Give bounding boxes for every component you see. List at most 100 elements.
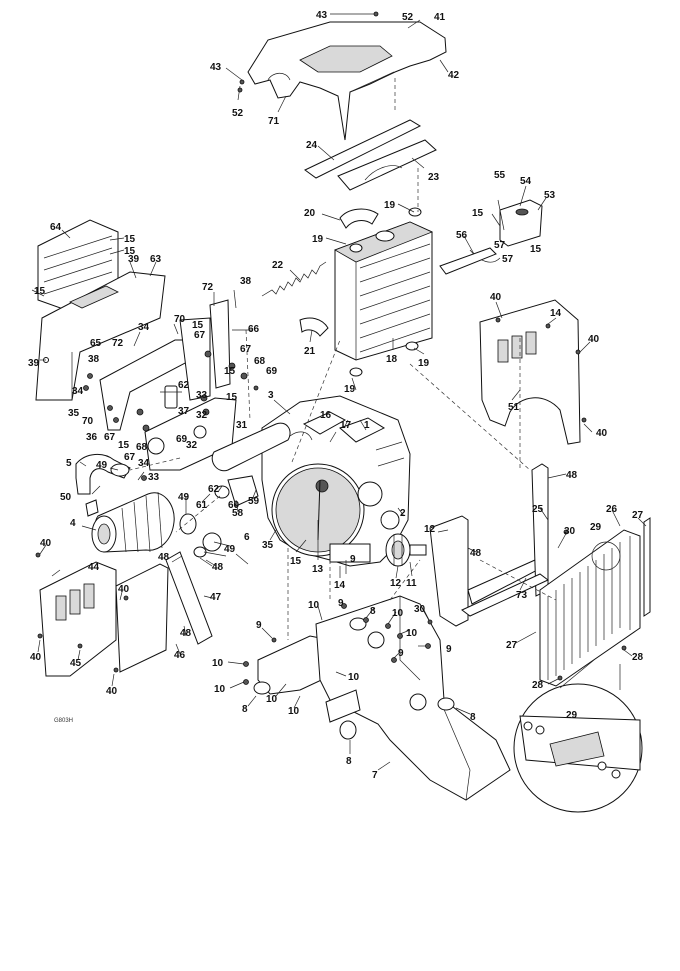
callout-12: 12 xyxy=(424,524,436,535)
callout-45: 45 xyxy=(70,658,82,669)
fuel-filter xyxy=(160,385,182,409)
callout-8: 8 xyxy=(470,712,476,723)
callout-62: 62 xyxy=(178,380,190,391)
callout-1: 1 xyxy=(364,420,370,431)
callout-57: 57 xyxy=(502,254,514,265)
callout-19: 19 xyxy=(344,384,356,395)
clamp xyxy=(179,513,197,535)
callout-64: 64 xyxy=(50,222,62,233)
callout-60: 60 xyxy=(228,500,240,511)
callout-9: 9 xyxy=(446,644,452,655)
callout-33: 33 xyxy=(148,472,160,483)
callout-63: 63 xyxy=(150,254,162,265)
callout-10: 10 xyxy=(308,600,320,611)
callout-34: 34 xyxy=(138,322,150,333)
callout-22: 22 xyxy=(272,260,284,271)
callout-30: 30 xyxy=(564,526,576,537)
callout-68: 68 xyxy=(254,356,266,367)
callout-52: 52 xyxy=(232,108,244,119)
callout-27: 27 xyxy=(632,510,644,521)
callout-40: 40 xyxy=(40,538,52,549)
callout-40: 40 xyxy=(490,292,502,303)
callout-36: 36 xyxy=(86,432,98,443)
radiator-top-brackets xyxy=(304,119,437,191)
rubber-isolator xyxy=(339,720,357,740)
callout-39: 39 xyxy=(28,358,40,369)
intake-adapter xyxy=(227,475,259,507)
callout-61: 61 xyxy=(196,500,208,511)
callout-32: 32 xyxy=(186,440,198,451)
callout-14: 14 xyxy=(550,308,562,319)
callout-37: 37 xyxy=(178,406,190,417)
upper-radiator-hose xyxy=(339,208,379,229)
callout-51: 51 xyxy=(508,402,520,413)
callout-labels: 43 52 41 42 43 52 71 24 23 19 20 19 22 2… xyxy=(28,10,644,781)
callout-65: 65 xyxy=(90,338,102,349)
rubber-isolator xyxy=(253,681,271,695)
spring xyxy=(261,261,327,297)
callout-9: 9 xyxy=(398,648,404,659)
callout-48: 48 xyxy=(566,470,578,481)
callout-11: 11 xyxy=(406,578,417,589)
callout-56: 56 xyxy=(456,230,468,241)
callout-19: 19 xyxy=(418,358,430,369)
clamp xyxy=(110,463,130,477)
callout-8: 8 xyxy=(346,756,352,767)
callout-43: 43 xyxy=(316,10,328,21)
callout-34: 34 xyxy=(138,458,150,469)
callout-10: 10 xyxy=(288,706,300,717)
callout-16: 16 xyxy=(320,410,332,421)
callout-73: 73 xyxy=(516,590,528,601)
callout-42: 42 xyxy=(448,70,460,81)
callout-10: 10 xyxy=(406,628,418,639)
callout-15: 15 xyxy=(530,244,542,255)
callout-69: 69 xyxy=(266,366,278,377)
callout-44: 44 xyxy=(88,562,100,573)
callout-19: 19 xyxy=(312,234,324,245)
callout-48: 48 xyxy=(212,562,224,573)
callout-7: 7 xyxy=(372,770,378,781)
callout-15: 15 xyxy=(290,556,302,567)
callout-29: 29 xyxy=(590,522,602,533)
callout-35: 35 xyxy=(262,540,274,551)
engine-mount-brackets xyxy=(99,299,237,471)
callout-4: 4 xyxy=(70,518,76,529)
callout-48: 48 xyxy=(180,628,192,639)
leader-lines xyxy=(31,13,647,771)
drive-pulley xyxy=(385,533,427,567)
callout-28: 28 xyxy=(632,652,644,663)
callout-21: 21 xyxy=(304,346,316,357)
callout-67: 67 xyxy=(104,432,116,443)
callout-59: 59 xyxy=(248,496,260,507)
callout-40: 40 xyxy=(588,334,600,345)
callout-70: 70 xyxy=(174,314,186,325)
exhaust-pipe xyxy=(211,422,291,472)
callout-20: 20 xyxy=(304,208,316,219)
callout-32: 32 xyxy=(196,410,208,421)
callout-12: 12 xyxy=(390,578,402,589)
callout-31: 31 xyxy=(236,420,248,431)
callout-71: 71 xyxy=(268,116,280,127)
callout-38: 38 xyxy=(88,354,100,365)
callout-40: 40 xyxy=(30,652,42,663)
callout-15: 15 xyxy=(224,366,236,377)
callout-41: 41 xyxy=(434,12,446,23)
callout-24: 24 xyxy=(306,140,318,151)
assembly-lines xyxy=(129,168,557,640)
callout-33: 33 xyxy=(196,390,208,401)
coolant-reservoir xyxy=(439,199,543,275)
callout-26: 26 xyxy=(606,504,618,515)
callout-25: 25 xyxy=(532,504,544,515)
left-grille xyxy=(37,219,119,311)
callout-5: 5 xyxy=(66,458,72,469)
callout-72: 72 xyxy=(202,282,214,293)
hood-assembly xyxy=(247,21,447,141)
callout-35: 35 xyxy=(68,408,80,419)
rubber-isolator xyxy=(349,617,367,631)
left-lower-panel xyxy=(39,551,213,677)
radiator xyxy=(334,207,434,377)
callout-70: 70 xyxy=(82,416,94,427)
callout-55: 55 xyxy=(494,170,506,181)
callout-30: 30 xyxy=(414,604,426,615)
callout-47: 47 xyxy=(210,592,222,603)
